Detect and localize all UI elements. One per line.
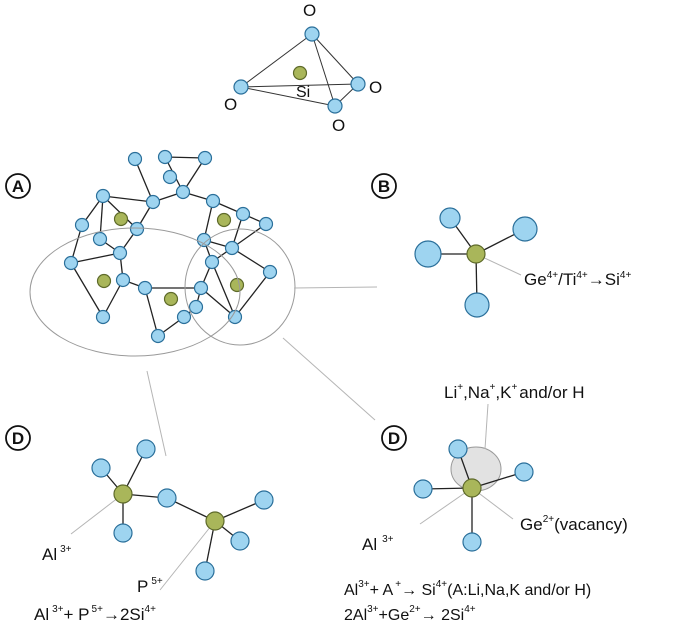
oxygen-atom (157, 488, 177, 508)
sio4-tetrahedron: O O O O Si (224, 1, 382, 135)
oxygen-atom (91, 458, 111, 478)
oxygen-label-top: O (303, 1, 316, 20)
aluminium-atom (462, 478, 482, 498)
oxygen-atom (414, 240, 442, 268)
ge-vacancy-label: Ge2+(vacancy) (520, 514, 628, 534)
oxygen-atom (439, 207, 461, 229)
substitution-equation-d-right-1: Al3++ A+→ Si4+(A:Li,Na,K and/or H) (344, 579, 591, 599)
silicon-label: Si (296, 84, 310, 101)
oxygen-label-right: O (369, 78, 382, 97)
panel-letter: D (12, 429, 24, 448)
oxygen-atom (304, 26, 320, 42)
oxygen-atom (413, 479, 433, 499)
framework-network (29, 149, 296, 357)
panel-letter: B (378, 177, 390, 196)
silicon-atom (163, 291, 179, 307)
callout-lines (146, 286, 378, 457)
oxygen-atom (448, 439, 468, 459)
silicon-atom (229, 277, 245, 293)
silicon-atom (113, 211, 129, 227)
aluminium-atom (113, 484, 133, 504)
panel-letter: A (12, 177, 24, 196)
panel-badge-b: B (371, 173, 397, 199)
oxygen-label-bottom: O (332, 116, 345, 135)
silicon-atom (216, 212, 232, 228)
panel-badge-d-right: D (381, 425, 407, 451)
oxygen-atom (136, 439, 156, 459)
oxygen-atom (233, 79, 249, 95)
oxygen-atom (195, 561, 215, 581)
cation-label: Li+,Na+,K+and/or H (444, 382, 585, 402)
panel-badge-a: A (5, 173, 31, 199)
tetra-edge (240, 83, 359, 88)
germanium-atom (466, 244, 486, 264)
oxygen-atom (113, 523, 133, 543)
oxygen-label-left: O (224, 95, 237, 114)
panel-b-tetrahedron: Ge4+/Ti4+→Si4+ (414, 207, 631, 318)
tetra-edge (311, 33, 359, 85)
oxygen-atom (230, 531, 250, 551)
phosphorus-atom (205, 511, 225, 531)
tetra-edge (240, 86, 336, 107)
oxygen-atom (327, 98, 343, 114)
silicon-atom (96, 273, 112, 289)
panel-badge-d-left: D (5, 425, 31, 451)
oxygen-atom (514, 462, 534, 482)
substitution-equation-b: Ge4+/Ti4+→Si4+ (524, 270, 631, 289)
panel-letter: D (388, 429, 400, 448)
oxygen-atom (350, 76, 366, 92)
oxygen-atom (512, 216, 538, 242)
oxygen-atom (254, 490, 274, 510)
oxygen-atom (462, 532, 482, 552)
highlight-ring-right (184, 228, 296, 346)
silicon-atom (292, 65, 308, 81)
oxygen-atom (464, 292, 490, 318)
highlight-ring-left (29, 227, 241, 357)
substitution-equation-d-right-2: 2Al3++Ge2+→ 2Si4+ (344, 604, 476, 624)
framework-oxygens (63, 149, 278, 344)
tetra-edge (311, 33, 336, 107)
tetra-edge (240, 33, 313, 88)
